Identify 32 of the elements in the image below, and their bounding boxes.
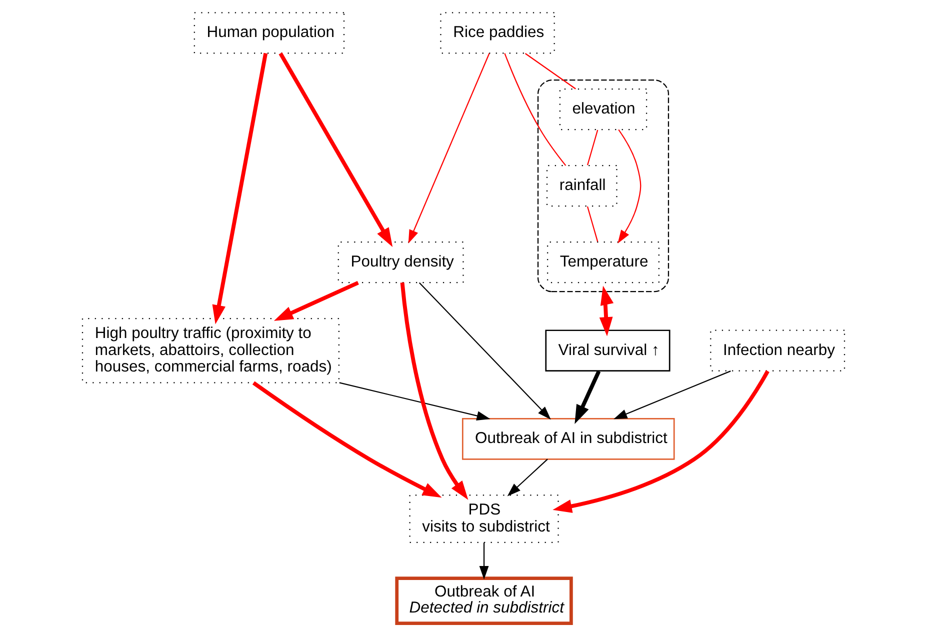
arrow bbox=[252, 381, 442, 498]
node-box: PDS visits to subdistrict bbox=[408, 494, 558, 543]
arrow bbox=[478, 542, 488, 580]
node-box: Infection nearby bbox=[710, 330, 845, 372]
node-box: Rice paddies bbox=[440, 12, 554, 54]
connector bbox=[524, 53, 576, 90]
arrow bbox=[613, 370, 730, 420]
node-box: Outbreak of AI in subdistrict bbox=[461, 418, 674, 460]
cluster bbox=[536, 80, 669, 292]
connector bbox=[586, 206, 598, 242]
node-box: Human population bbox=[193, 12, 344, 54]
arrow bbox=[408, 53, 490, 244]
node-box: Temperature bbox=[546, 242, 659, 284]
arrow bbox=[400, 282, 468, 500]
arrow bbox=[617, 129, 641, 244]
connector bbox=[586, 130, 598, 166]
node-box: High poultry traffic (proximity to markets, abattoirs, collection houses, commercial farms, roads) bbox=[81, 318, 339, 384]
arrow bbox=[338, 382, 490, 420]
node-box: Viral survival ↑ bbox=[544, 330, 670, 372]
arrow bbox=[273, 280, 358, 321]
arrow bbox=[278, 52, 392, 248]
node-box: elevation bbox=[558, 88, 647, 130]
node-box: Outbreak of AI Detected in subdistrict bbox=[394, 576, 572, 626]
arrow bbox=[552, 370, 769, 513]
arrow bbox=[574, 370, 600, 424]
arrow bbox=[212, 52, 268, 324]
connector bbox=[504, 53, 566, 166]
arrow bbox=[418, 282, 550, 420]
node-box: rainfall bbox=[546, 165, 617, 207]
arrow bbox=[506, 458, 548, 496]
arrow bbox=[598, 286, 614, 336]
node-box: Poultry density bbox=[337, 242, 464, 284]
